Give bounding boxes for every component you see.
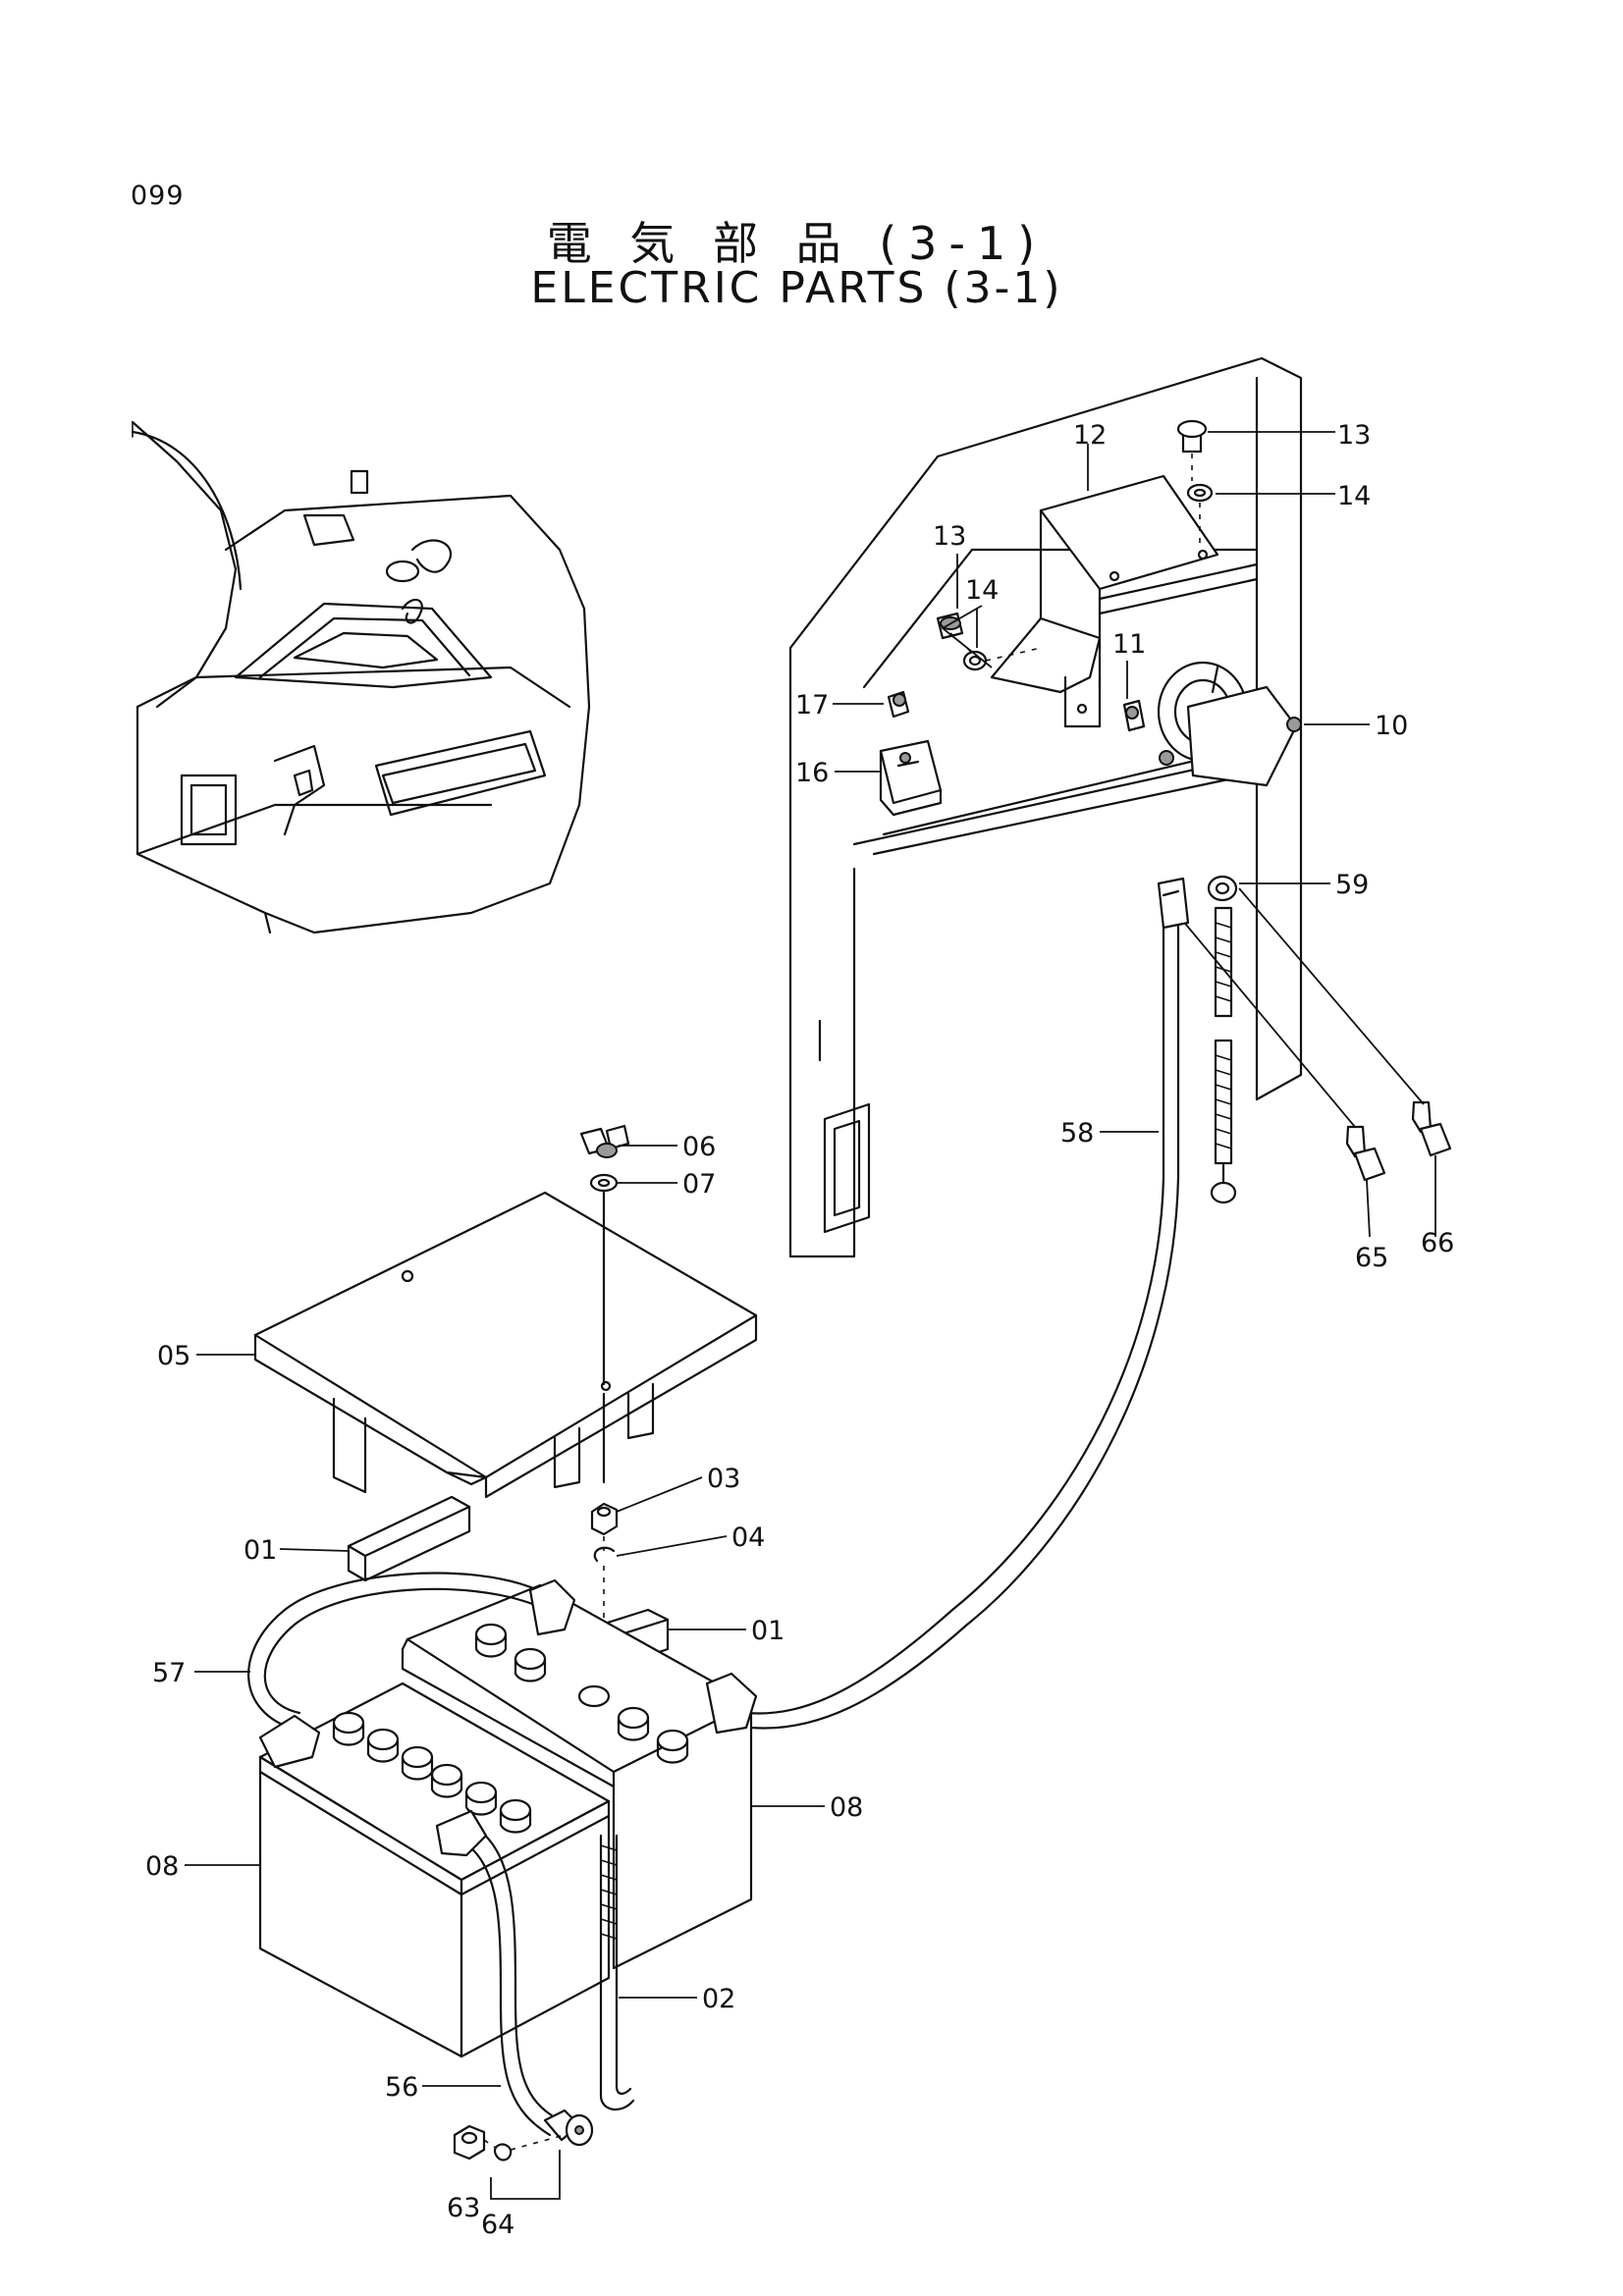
panel-fasteners	[887, 419, 1214, 732]
callout-02: 02	[702, 1984, 735, 2014]
battery-cover-05	[253, 1191, 758, 1499]
terminal-caps-65-66	[1175, 887, 1452, 1182]
callout-13: 13	[1337, 420, 1371, 451]
callout-63: 63	[447, 2193, 480, 2223]
callout-59: 59	[1335, 870, 1369, 900]
page-number: 099	[131, 181, 185, 211]
battery-08-rear	[401, 1583, 753, 1970]
callout-65: 65	[1355, 1243, 1388, 1273]
nut-63-washer-64	[453, 2124, 566, 2200]
battery-08-front	[258, 1682, 611, 2058]
callout-57: 57	[152, 1658, 186, 1688]
callout-08-right: 08	[830, 1792, 863, 1823]
callout-56: 56	[385, 2072, 418, 2103]
callout-04: 04	[731, 1522, 765, 1553]
callout-13-left: 13	[933, 521, 966, 552]
cable-02	[599, 1834, 635, 2111]
callout-66: 66	[1421, 1228, 1454, 1258]
cable-57	[247, 1572, 576, 1769]
callout-10: 10	[1375, 711, 1408, 741]
horn-part-10	[1157, 661, 1302, 787]
callout-16: 16	[795, 758, 829, 788]
nut-03-washer-04	[590, 1502, 619, 1634]
cable-58	[705, 877, 1190, 1735]
cable-56	[435, 1809, 594, 2147]
leader-lines	[185, 431, 1436, 2087]
callout-64: 64	[481, 2210, 514, 2240]
battery-08-rear-caps	[474, 1623, 689, 1764]
callout-08-left: 08	[145, 1851, 179, 1882]
callout-12: 12	[1073, 420, 1107, 451]
callout-01-lower: 01	[751, 1616, 784, 1646]
callout-03: 03	[707, 1464, 740, 1494]
callout-14: 14	[1337, 481, 1371, 511]
callout-11: 11	[1112, 629, 1146, 660]
callout-06: 06	[682, 1132, 716, 1162]
callout-labels: 13 14 12 13 14 11 10 17 16 59 58 65 66 0…	[145, 420, 1454, 2240]
machine-body-drawing	[131, 420, 591, 934]
relay-cover-12	[990, 474, 1259, 728]
callout-05: 05	[157, 1341, 190, 1371]
callout-17: 17	[795, 690, 829, 721]
callout-01-upper: 01	[243, 1535, 277, 1566]
wing-bolt-06-washer-07	[579, 1124, 630, 1484]
ground-cable-59	[1207, 875, 1238, 1204]
battery-08-front-caps	[332, 1711, 532, 1834]
callout-07: 07	[682, 1169, 716, 1200]
title-japanese: 電 気 部 品 (3-1)	[546, 217, 1048, 270]
title-english: ELECTRIC PARTS (3-1)	[530, 263, 1063, 313]
callout-58: 58	[1060, 1118, 1094, 1148]
callout-14-left: 14	[965, 575, 999, 606]
relay-part-16	[879, 739, 943, 817]
